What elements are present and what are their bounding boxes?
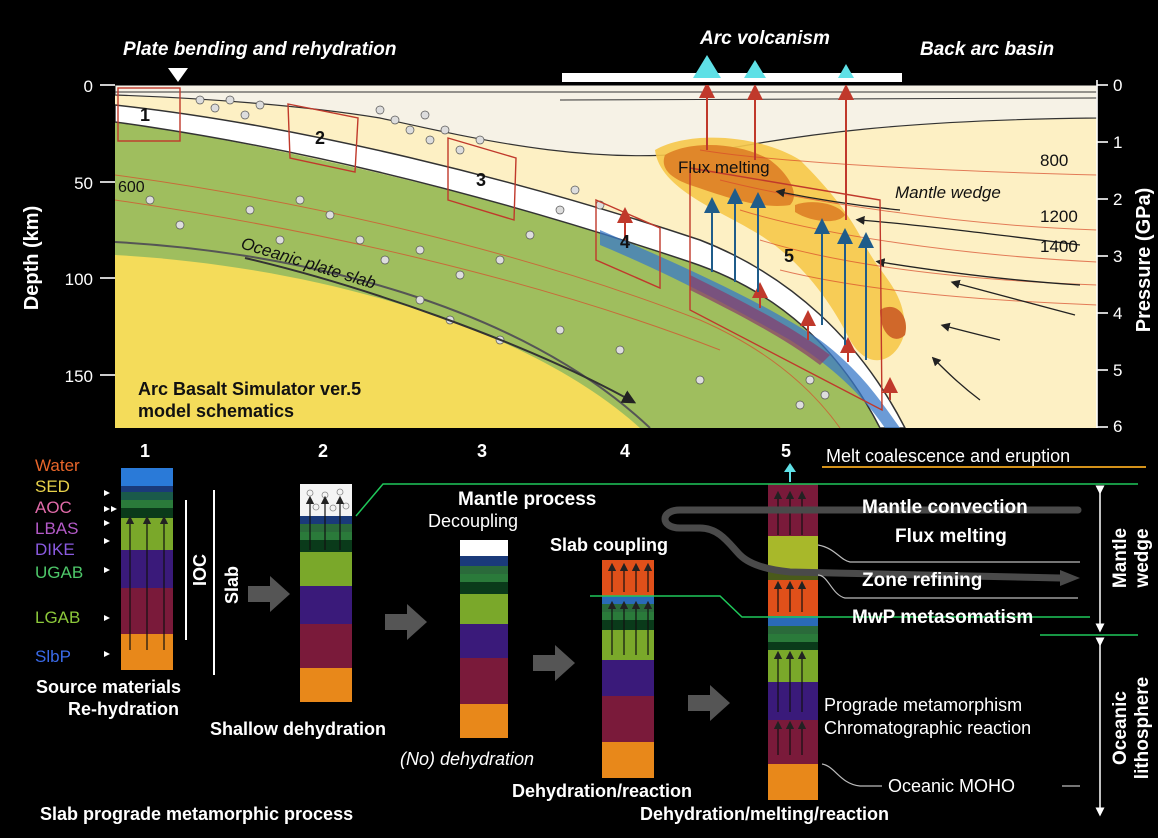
label-plate-bending: Plate bending and rehydration [123, 39, 396, 60]
zone-refining-label: Zone refining [862, 570, 982, 591]
mantle-wedge-bracket-line1: Mantle [1110, 528, 1131, 588]
mantle-convection-label: Mantle convection [862, 497, 1028, 518]
pressure-tick: 3 [1113, 247, 1122, 266]
flux-melting-zone [663, 144, 794, 206]
column-2-stack [300, 484, 352, 702]
mantle-flow-schematic [661, 506, 1082, 582]
arc-crust-bar [562, 73, 902, 82]
axes [100, 80, 1108, 428]
oceanic-moho-label: Oceanic MOHO [888, 776, 1015, 796]
asthenosphere [115, 255, 640, 428]
box-number: 3 [476, 170, 486, 190]
isotherm-label: 1400 [1040, 237, 1078, 256]
pressure-tick: 4 [1113, 304, 1122, 323]
pressure-tick: 1 [1113, 133, 1122, 152]
column-5-stack [768, 484, 818, 800]
cross-section [115, 85, 1097, 428]
column-number: 4 [620, 441, 630, 461]
legend-label: UGAB [35, 563, 83, 582]
column-number: 1 [140, 441, 150, 461]
legend-label: LGAB [35, 608, 80, 627]
volcano-icon [838, 64, 854, 78]
fluid-arrows [704, 188, 874, 360]
decoupling-label: Decoupling [428, 511, 518, 531]
column-number: 5 [781, 441, 791, 461]
mantle-flow [244, 188, 1081, 404]
box-number: 5 [784, 246, 794, 266]
section-boxes [117, 87, 883, 412]
rehydration-label: Re-hydration [68, 699, 179, 719]
slab-interface [600, 230, 900, 428]
mantle-process-label: Mantle process [458, 489, 596, 510]
column-numbers: 1 2 3 4 5 [140, 441, 791, 461]
ioc-label: IOC [190, 554, 210, 586]
column-4-stack [602, 560, 654, 778]
depth-tick: 50 [74, 174, 93, 193]
box-number: 1 [140, 105, 150, 125]
pressure-tick: 0 [1113, 76, 1122, 95]
column-3-stack [460, 540, 508, 738]
pressure-tick: 5 [1113, 361, 1122, 380]
legend-pointers [104, 490, 117, 657]
label-arc-volcanism: Arc volcanism [699, 28, 830, 49]
oceanic-lithosphere-line1: Oceanic [1110, 691, 1131, 765]
legend-label: DIKE [35, 540, 75, 559]
pressure-axis-title: Pressure (GPa) [1133, 188, 1155, 333]
pressure-tick: 6 [1113, 417, 1122, 436]
volcano-icon [693, 55, 721, 78]
melt-coalescence-label: Melt coalescence and eruption [826, 446, 1070, 466]
flux-melting-label: Flux melting [678, 158, 770, 177]
prograde-label: Prograde metamorphism [824, 695, 1022, 715]
overriding-plate [115, 85, 1097, 157]
melt-ascent-arrows [617, 85, 898, 400]
oceanic-crust [115, 104, 906, 428]
box-number: 2 [315, 128, 325, 148]
eruption-arrow-icon [784, 463, 796, 472]
pressure-tick: 2 [1113, 190, 1122, 209]
legend-label: SlbP [35, 647, 71, 666]
legend-label: AOC [35, 498, 72, 517]
dehydration-reaction-label: Dehydration/reaction [512, 781, 692, 801]
mantle-wedge-label: Mantle wedge [895, 183, 1001, 202]
source-materials-label: Source materials [36, 677, 181, 697]
dehydration-melting-label: Dehydration/melting/reaction [640, 804, 889, 824]
box-number: 4 [620, 232, 630, 252]
oceanic-lithosphere-line2: lithosphere [1132, 677, 1153, 779]
process-arrows [248, 576, 730, 721]
no-dehydration-label: (No) dehydration [400, 749, 534, 769]
depth-tick: 150 [65, 367, 93, 386]
legend-label: Water [35, 456, 80, 475]
isotherm-label: 1200 [1040, 207, 1078, 226]
mwp-label: MwP metasomatism [852, 607, 1033, 628]
column-number: 2 [318, 441, 328, 461]
legend-label: SED [35, 477, 70, 496]
column-number: 3 [477, 441, 487, 461]
trench-marker-icon [168, 68, 188, 82]
model-title: Arc Basalt Simulator ver.5 [138, 379, 361, 399]
depth-tick: 100 [65, 270, 93, 289]
rock-fragments [145, 95, 830, 410]
isotherm-label: 600 [118, 179, 145, 196]
depth-tick: 0 [84, 77, 93, 96]
flux-melting-process-label: Flux melting [895, 526, 1007, 547]
legend: Water SED AOC LBAS DIKE UGAB LGAB SlbP [35, 456, 83, 666]
shallow-dehydration-label: Shallow dehydration [210, 719, 386, 739]
slab-prograde-label: Slab prograde metamorphic process [40, 804, 353, 824]
isotherm-label: 800 [1040, 151, 1068, 170]
boundary-lines [355, 483, 1138, 636]
chromatographic-label: Chromatographic reaction [824, 718, 1031, 738]
volcano-icon [744, 60, 766, 78]
legend-label: LBAS [35, 519, 78, 538]
slab-coupling-label: Slab coupling [550, 535, 668, 555]
label-back-arc: Back arc basin [920, 39, 1054, 60]
depth-axis-title: Depth (km) [21, 206, 43, 310]
column-1-stack [121, 468, 173, 670]
mantle-wedge-bracket-line2: wedge [1132, 528, 1153, 588]
model-subtitle: model schematics [138, 401, 294, 421]
slab-bracket-label: Slab [222, 566, 242, 604]
